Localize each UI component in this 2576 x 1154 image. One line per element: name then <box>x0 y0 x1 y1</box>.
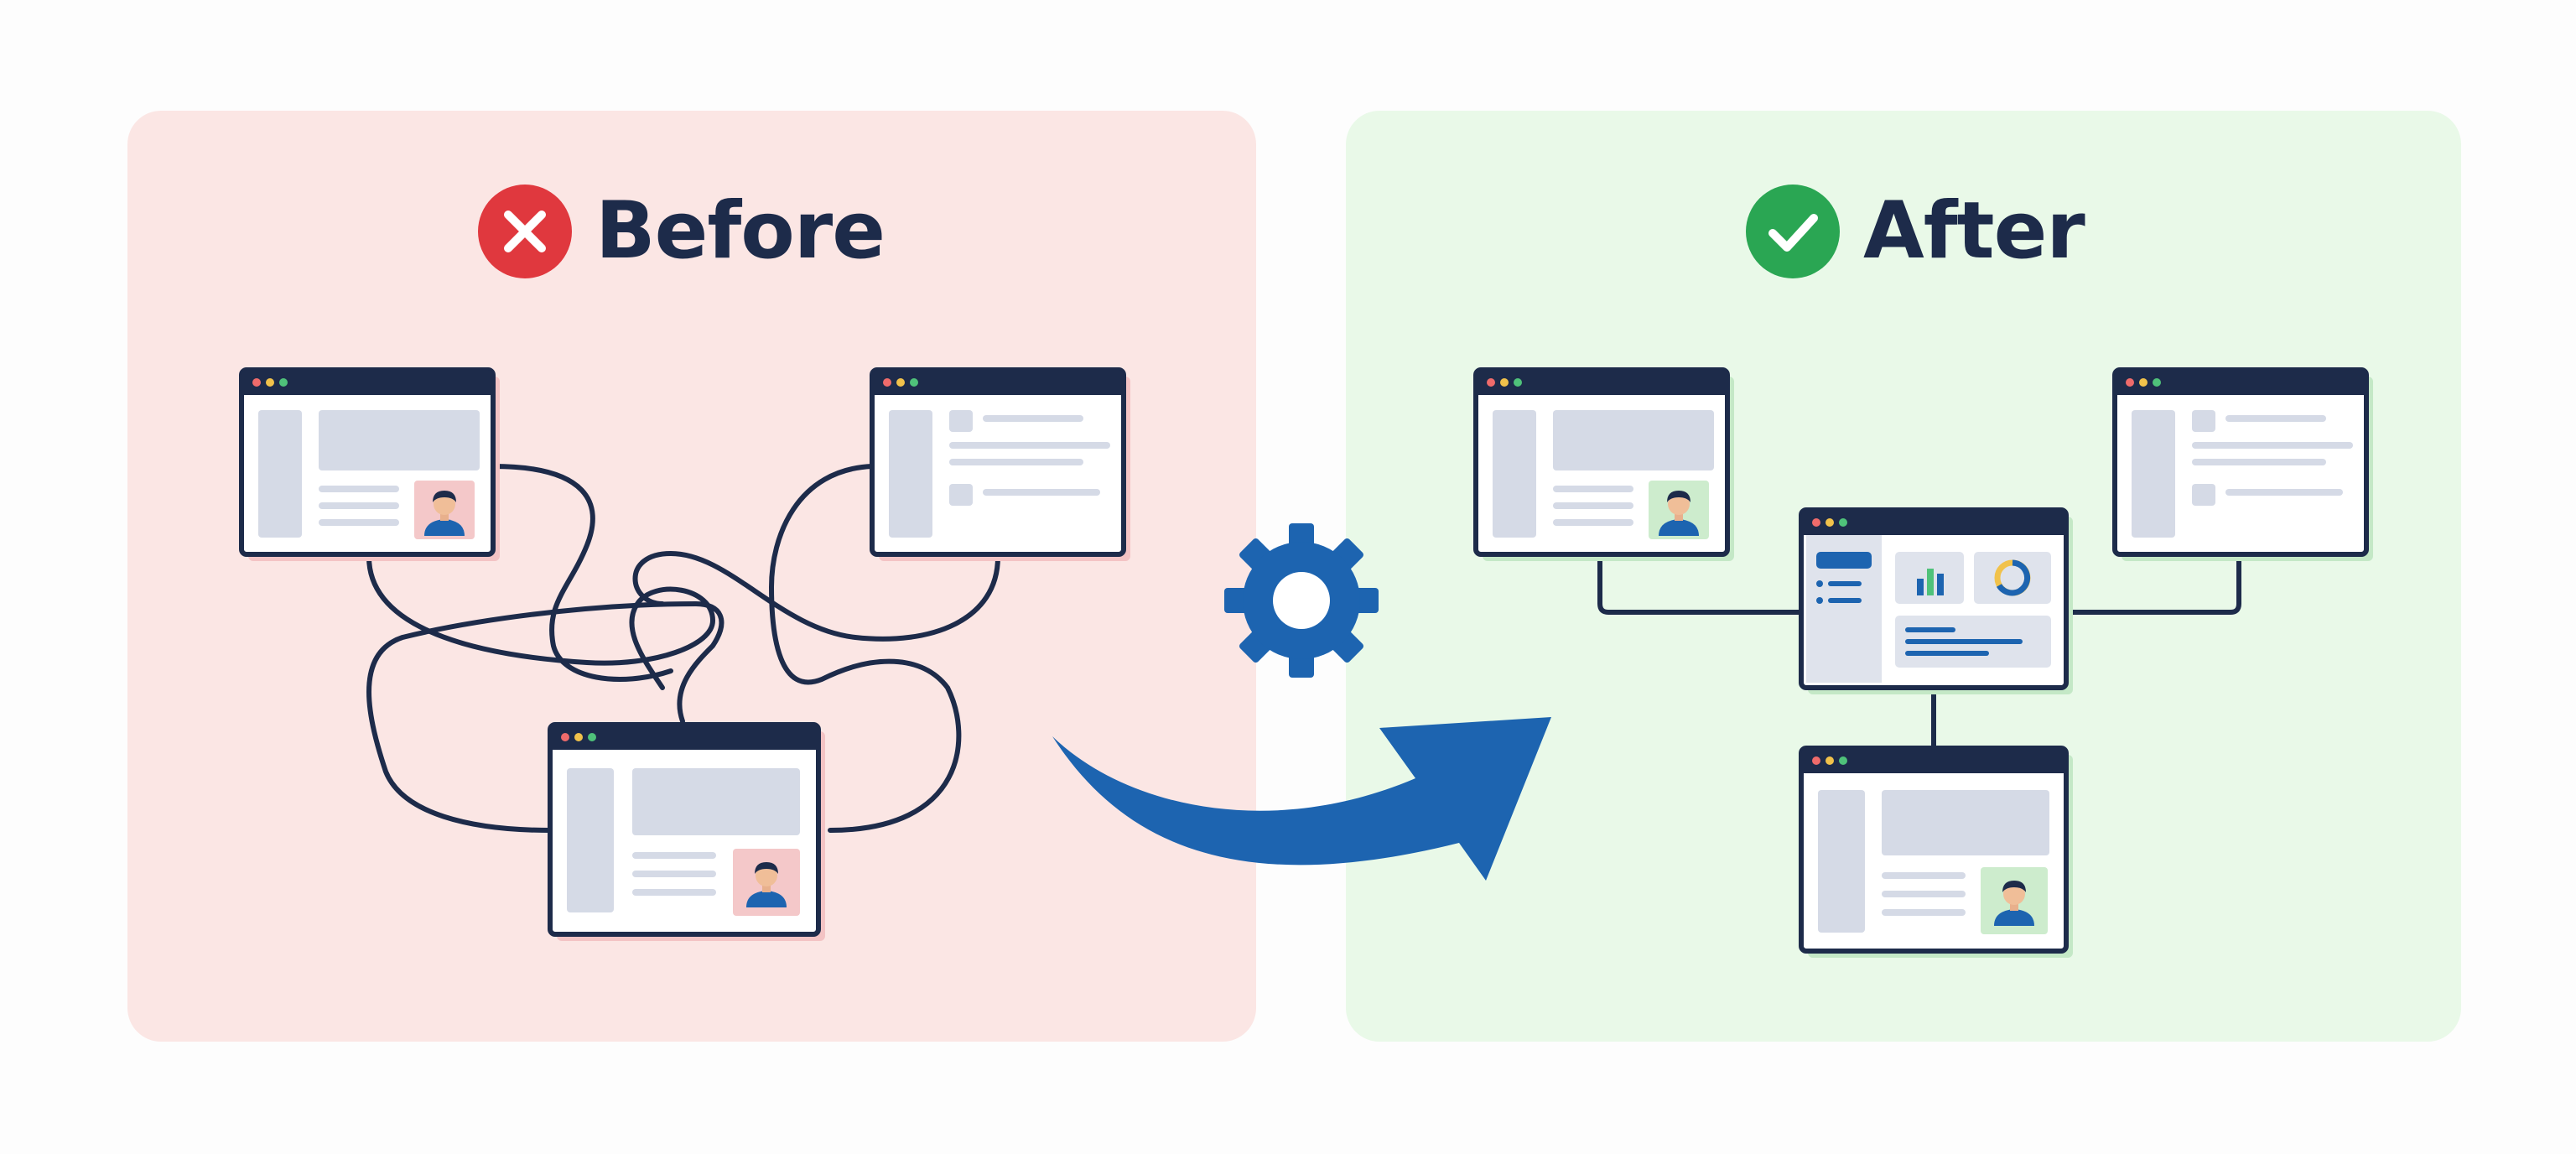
before-heading: Before <box>478 185 886 278</box>
after-window-list <box>2115 370 2373 561</box>
x-circle-icon <box>478 185 572 278</box>
after-heading: After <box>1746 185 2085 278</box>
tangled-connections <box>366 464 1000 833</box>
before-window-profile-top <box>242 370 500 561</box>
gear-icon <box>1224 523 1379 678</box>
check-circle-icon <box>1746 185 1840 278</box>
after-title: After <box>1863 185 2085 277</box>
before-window-list <box>872 370 1130 561</box>
before-window-profile-bottom <box>548 722 825 941</box>
after-hub-dashboard-window <box>1799 507 2073 694</box>
after-window-profile-bottom <box>1799 746 2073 958</box>
before-title: Before <box>595 185 886 277</box>
hub-connections <box>1597 557 2241 748</box>
curved-arrow-icon <box>1052 717 1551 881</box>
after-window-profile-top <box>1476 370 1734 561</box>
